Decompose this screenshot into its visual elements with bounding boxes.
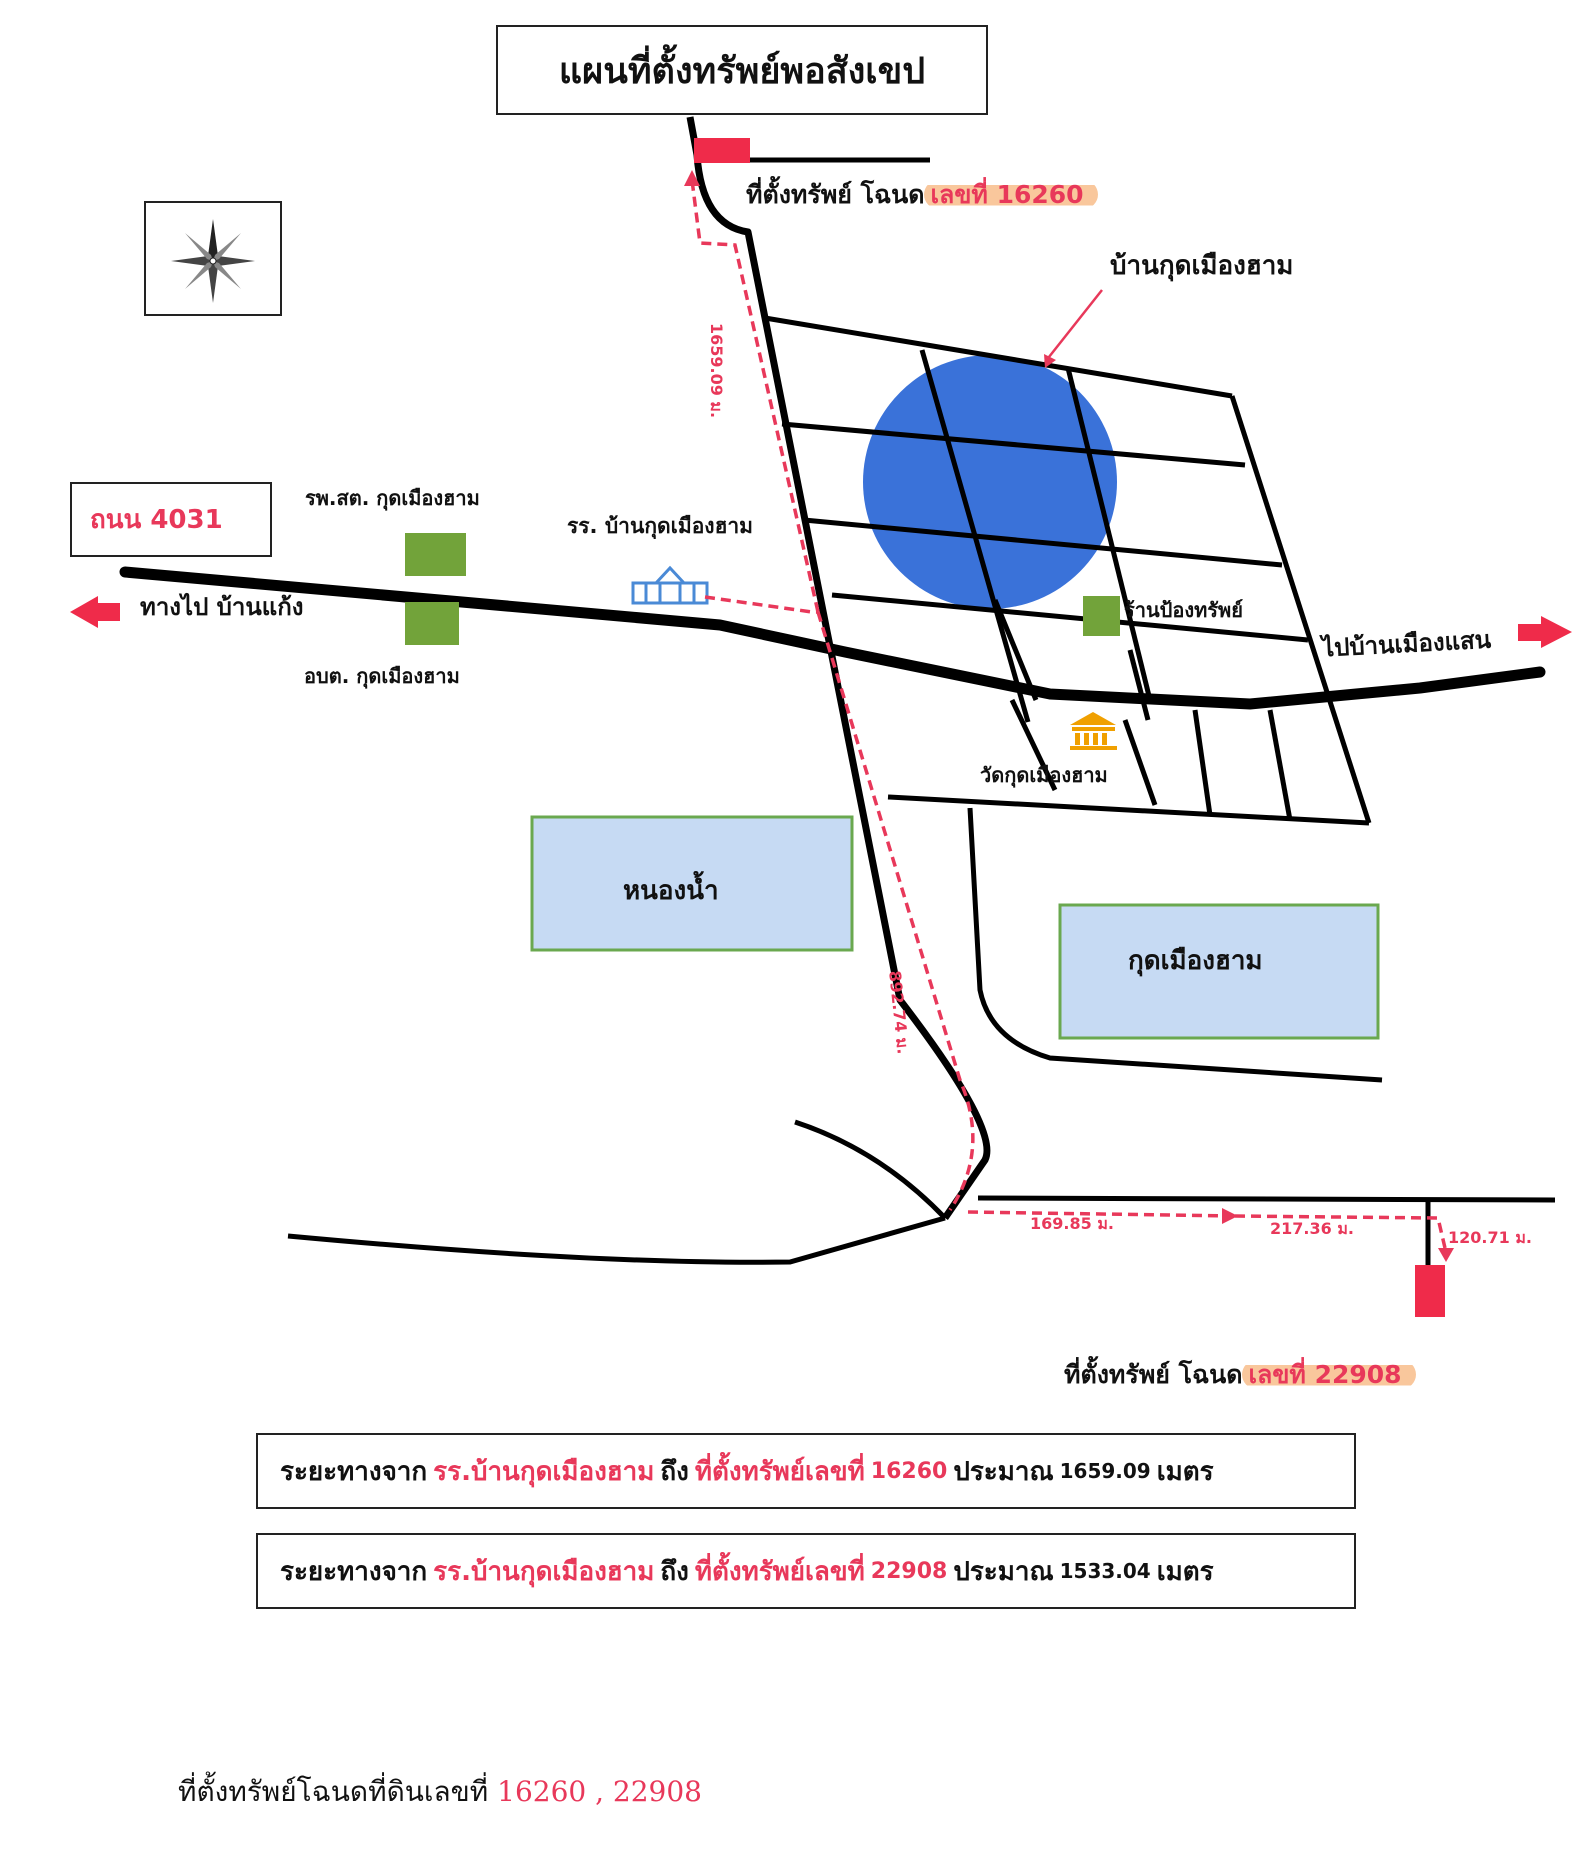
village-circle (863, 355, 1117, 609)
distance-label-3: 169.85 ม. (1030, 1214, 1114, 1233)
pond-kud-mueang-ham (1058, 903, 1380, 1040)
compass-icon (144, 201, 282, 316)
pond-nong-nam-label: หนองน้ำ (623, 876, 719, 906)
summary-row-16260: ระยะทางจาก รร.บ้านกุดเมืองฮาม ถึง ที่ตั้… (256, 1433, 1356, 1509)
east-arrow-icon (1518, 616, 1572, 648)
shop-marker (1083, 596, 1120, 636)
road-badge: ถนน 4031 (70, 482, 272, 557)
school-label: รร. บ้านกุดเมืองฮาม (567, 514, 754, 538)
health-center-label: รพ.สต. กุดเมืองฮาม (305, 486, 480, 510)
west-arrow-icon (70, 596, 120, 628)
health-center-marker (405, 533, 466, 576)
distance-label-4: 217.36 ม. (1270, 1219, 1354, 1238)
property-label-22908: ที่ตั้งทรัพย์ โฉนดเลขที่ 22908 (1064, 1355, 1416, 1395)
school-icon (631, 565, 709, 605)
west-direction-label: ทางไป บ้านแก้ง (140, 593, 304, 621)
temple-icon (1070, 712, 1117, 750)
summary-row-22908: ระยะทางจาก รร.บ้านกุดเมืองฮาม ถึง ที่ตั้… (256, 1533, 1356, 1609)
route-path (690, 179, 1447, 1249)
pond-nong-nam (530, 815, 854, 952)
village-label: บ้านกุดเมืองฮาม (1110, 251, 1294, 281)
temple-label: วัดกุดเมืองฮาม (980, 763, 1108, 787)
route-arrow-right (1222, 1208, 1238, 1224)
sao-label: อบต. กุดเมืองฮาม (304, 664, 460, 688)
highway-4031 (119, 566, 1546, 710)
property-marker-16260 (694, 138, 750, 163)
southern-roads (287, 807, 1556, 1305)
sao-marker (405, 602, 459, 645)
main-road-vertical (686, 116, 991, 1220)
village-pointer (1044, 289, 1103, 363)
property-marker-22908 (1415, 1265, 1445, 1317)
footer-note: ที่ตั้งทรัพย์โฉนดที่ดินเลขที่ 16260 , 22… (178, 1775, 702, 1808)
shop-label: ร้านป้องทรัพย์ (1124, 598, 1243, 622)
route-arrow-down (1438, 1248, 1454, 1262)
road-badge-label: ถนน 4031 (90, 505, 223, 535)
property-label-16260: ที่ตั้งทรัพย์ โฉนดเลขที่ 16260 (746, 175, 1098, 215)
page-title: แผนที่ตั้งทรัพย์พอสังเขป (558, 50, 926, 92)
distance-label-1: 1659.09 ม. (707, 322, 727, 419)
route-arrow-up (684, 170, 700, 186)
map-title-box: แผนที่ตั้งทรัพย์พอสังเขป (496, 25, 988, 115)
pond-kud-label: กุดเมืองฮาม (1128, 946, 1263, 976)
village-grid (764, 315, 1372, 826)
distance-label-5: 120.71 ม. (1448, 1228, 1532, 1247)
